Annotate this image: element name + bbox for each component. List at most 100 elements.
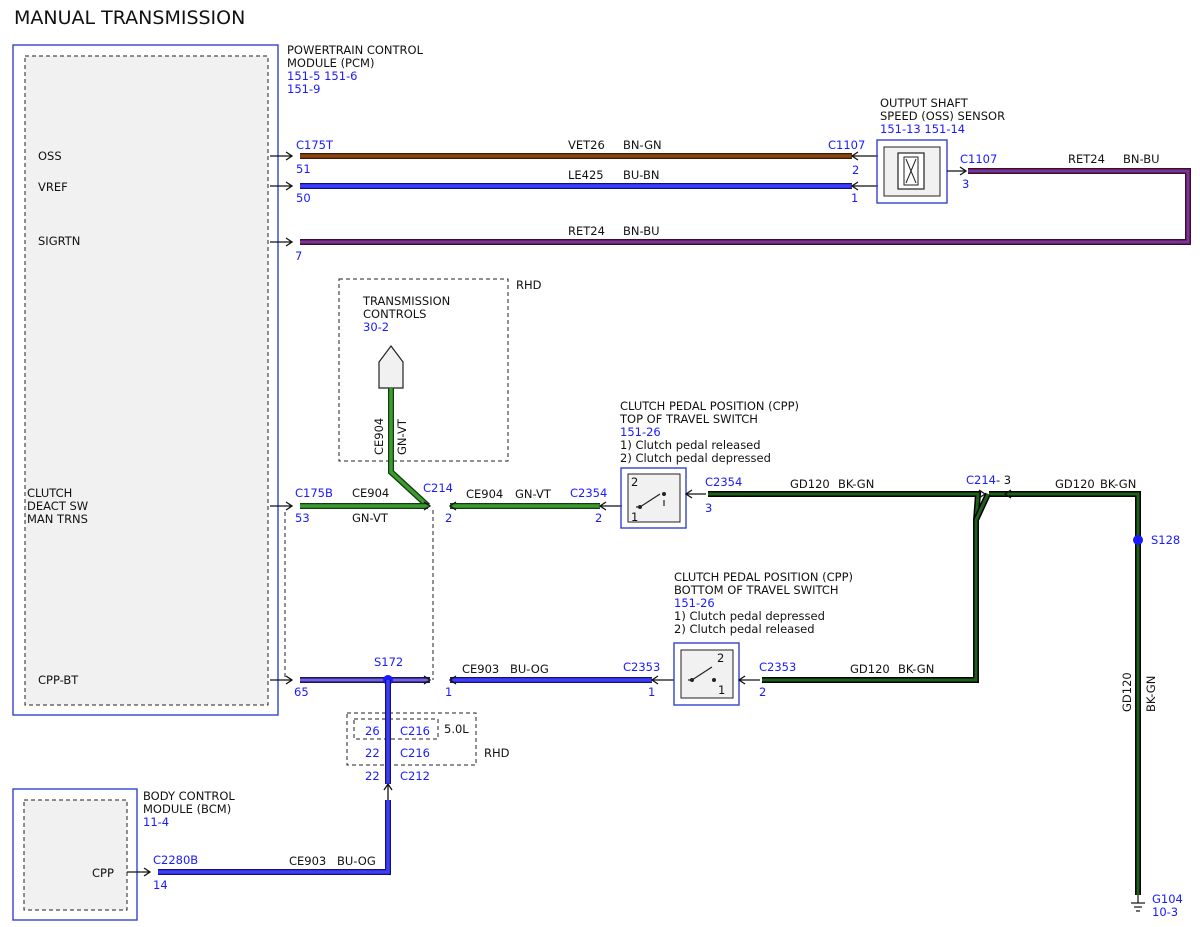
clutch-c214: C214: [423, 481, 453, 495]
pcm-box: [12, 44, 279, 716]
oss-sensor-out-arrow: [947, 166, 968, 176]
bcm-inner-box: [23, 799, 128, 911]
cpp-top-ref[interactable]: 151-26: [620, 425, 661, 439]
sigrtn-color: BN-BU: [623, 224, 660, 238]
c212-arrow: [383, 782, 393, 800]
oss-pin-end: 2: [852, 163, 859, 177]
c216b-pin: 22: [365, 746, 380, 760]
oss-ret-pin: 3: [962, 177, 969, 191]
clutch-c214-pin: 2: [445, 511, 452, 525]
pcm-pin-clutch-3: MAN TRNS: [27, 512, 88, 526]
cpp-bt-pin-start: 65: [294, 685, 309, 699]
sigrtn-wire-stripe: [300, 170, 1189, 243]
oss-pin-start: 51: [296, 162, 311, 176]
cpp-top-name-2: TOP OF TRAVEL SWITCH: [619, 412, 758, 426]
oss-sensor-ref[interactable]: 151-13 151-14: [880, 122, 965, 136]
c214-right-arrows: [978, 489, 1012, 499]
transmission-controls-circuit: CE904: [372, 418, 386, 455]
cpp-bt-pin-mid: 1: [445, 685, 452, 699]
oss-color: BN-GN: [623, 138, 662, 152]
bcm-wire-color: BU-OG: [337, 854, 376, 868]
transmission-controls-box: [338, 278, 509, 462]
ground-icon: [1131, 895, 1145, 912]
pcm-pin-cpp-bt: CPP-BT: [38, 673, 79, 687]
cpp-bottom-ref[interactable]: 151-26: [674, 596, 715, 610]
sigrtn-pin-start: 7: [295, 249, 302, 263]
cpp-top-out-circuit-2: GD120: [1055, 477, 1095, 491]
s128-splice[interactable]: [1133, 535, 1143, 545]
transmission-controls-tag: RHD: [516, 278, 542, 292]
pcm-pin-vref: VREF: [38, 180, 68, 194]
c216a-label: C216: [400, 724, 430, 738]
clutch-c2354: C2354: [570, 486, 607, 500]
cpp-bottom-note-1: 1) Clutch pedal depressed: [674, 609, 825, 623]
cpp-bt-pin-end: 1: [648, 685, 655, 699]
bcm-connector: C2280B: [153, 853, 198, 867]
transmission-controls-name-2: CONTROLS: [363, 307, 426, 321]
pcm-connector-arrows: [270, 151, 294, 685]
cpp-bt-circuit: CE903: [462, 662, 499, 676]
engine-connector-box: [353, 718, 439, 740]
bcm-ref[interactable]: 11-4: [143, 815, 169, 829]
cpp-top-out-pin: 3: [705, 501, 712, 515]
cpp-bottom-pos1: 1: [718, 683, 725, 697]
bcm-pin-cpp: CPP: [92, 866, 114, 880]
clutch-c2354-pin: 2: [595, 511, 602, 525]
transmission-controls-ref[interactable]: 30-2: [363, 320, 389, 334]
cpp-top-out-circuit: GD120: [790, 477, 830, 491]
cpp-bt-color: BU-OG: [510, 662, 549, 676]
transmission-controls-connector-icon: [378, 345, 404, 389]
ground-color: BK-GN: [1144, 676, 1158, 712]
cpp-top-out-color-2: BK-GN: [1100, 477, 1136, 491]
cpp-bottom-note-2: 2) Clutch pedal released: [674, 622, 815, 636]
oss-ret-color: BN-BU: [1123, 152, 1160, 166]
cpp-top-out-color: BK-GN: [838, 477, 874, 491]
c212-pin: 22: [365, 769, 380, 783]
bcm-wire[interactable]: [158, 800, 390, 874]
sigrtn-wire[interactable]: [300, 169, 1190, 244]
transmission-controls-name-1: TRANSMISSION: [362, 294, 450, 308]
cpp-bt-connector-end: C2353: [623, 660, 660, 674]
clutch-connector-start: C175B: [295, 486, 333, 500]
pcm-name-1: POWERTRAIN CONTROL: [287, 43, 424, 57]
oss-sensor-name-2: SPEED (OSS) SENSOR: [880, 109, 1005, 123]
pcm-ref-1[interactable]: 151-5 151-6: [287, 69, 358, 83]
vref-pin-start: 50: [296, 191, 311, 205]
bcm-box: [12, 788, 138, 921]
c214-arrows: [423, 501, 622, 511]
bcm-wire-circuit: CE903: [289, 854, 326, 868]
pcm-inner-box: [24, 55, 269, 706]
tc-wire[interactable]: [389, 388, 430, 508]
cpp-bottom-switch-box: [673, 642, 740, 706]
sigrtn-circuit: RET24: [568, 224, 605, 238]
cpp-bottom-switch-inner: [680, 649, 734, 699]
clutch-color-2: GN-VT: [515, 487, 552, 501]
c216b-label: C216: [400, 746, 430, 760]
gnd-wire-b[interactable]: [762, 493, 990, 682]
pcm-pin-clutch-2: DEACT SW: [27, 499, 88, 513]
oss-circuit: VET26: [568, 138, 605, 152]
oss-sensor-name-1: OUTPUT SHAFT: [880, 96, 969, 110]
bcm-name-2: MODULE (BCM): [143, 802, 231, 816]
cpp-top-name-1: CLUTCH PEDAL POSITION (CPP): [620, 399, 799, 413]
cpp-bottom-name-2: BOTTOM OF TRAVEL SWITCH: [674, 583, 839, 597]
gnd-wire-outline-a: [708, 491, 1141, 895]
pcm-ref-2[interactable]: 151-9: [287, 82, 320, 96]
oss-sensor-in-arrows: [850, 151, 878, 191]
rhd-connector-box: [346, 712, 477, 766]
ground-ref[interactable]: 10-3: [1152, 905, 1178, 919]
engine-tag: 5.0L: [444, 722, 469, 736]
sigrtn-wire-outline: [300, 168, 1191, 245]
clutch-pin-start: 53: [295, 511, 310, 525]
gnd-wire-a[interactable]: [708, 492, 1140, 895]
oss-connector-end: C1107: [828, 138, 865, 152]
clutch-circuit-2: CE904: [466, 487, 503, 501]
vref-circuit: LE425: [568, 168, 604, 182]
pcm-pin-sigrtn: SIGRTN: [38, 234, 80, 248]
diagram-title: MANUAL TRANSMISSION: [14, 7, 245, 29]
cpp-bottom-out-connector: C2353: [759, 660, 796, 674]
oss-ret-circuit: RET24: [1068, 152, 1105, 166]
bcm-pin-no: 14: [153, 878, 168, 892]
